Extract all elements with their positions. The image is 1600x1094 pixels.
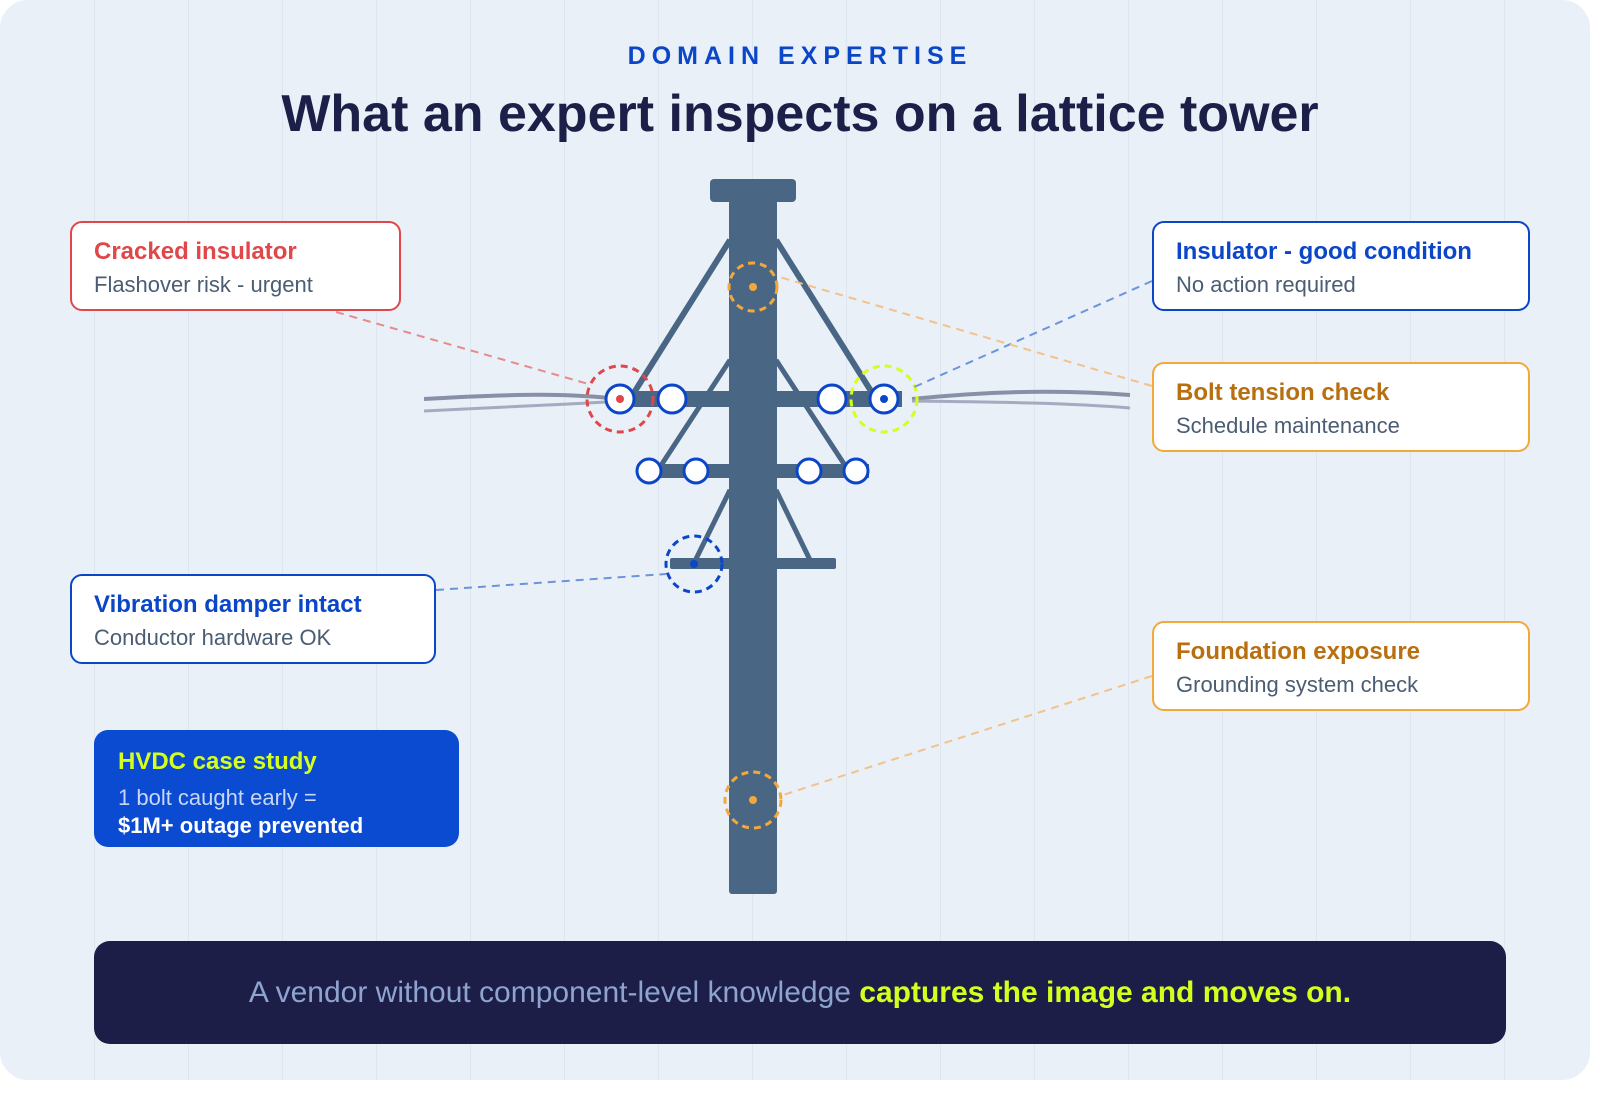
case-study-line: 1 bolt caught early = — [118, 785, 317, 810]
grid-line — [1222, 0, 1223, 1080]
foundation-ring — [723, 770, 783, 830]
grid-line — [470, 0, 471, 1080]
callout-subtitle: Flashover risk - urgent — [94, 272, 313, 297]
conductor-line-left — [423, 392, 623, 401]
insulator-icon — [635, 457, 663, 485]
page-title: What an expert inspects on a lattice tow… — [281, 85, 1319, 143]
lower-cross-arm — [670, 558, 836, 569]
case-study-emphasis: $1M+ outage prevented — [118, 813, 364, 838]
grid-line — [940, 0, 941, 1080]
section-eyebrow: DOMAIN EXPERTISE — [627, 42, 973, 70]
callout-cracked-insulator: Cracked insulator Flashover risk - urgen… — [70, 221, 401, 311]
grid-line — [658, 0, 659, 1080]
conductor-line-left-lower — [423, 399, 623, 413]
defect-marker-dot — [616, 395, 624, 403]
tower-top-cap — [710, 179, 796, 202]
grid-line — [1034, 0, 1035, 1080]
callout-subtitle: Conductor hardware OK — [94, 625, 332, 650]
grid-line — [282, 0, 283, 1080]
foundation-marker-dot — [749, 796, 757, 804]
callout-subtitle: Schedule maintenance — [1176, 413, 1400, 438]
insulator-icon — [682, 457, 710, 485]
bolt-tension-ring — [727, 261, 779, 313]
callout-title: Cracked insulator — [94, 238, 297, 265]
case-study-box: HVDC case study 1 bolt caught early = $1… — [94, 730, 459, 847]
good-insulator-ring — [849, 364, 919, 434]
tower-brace — [773, 488, 813, 562]
tower-brace — [691, 488, 733, 565]
grid-line — [846, 0, 847, 1080]
tower-brace — [627, 238, 733, 401]
grid-line — [1410, 0, 1411, 1080]
grid-line — [188, 0, 189, 1080]
grid-line — [564, 0, 565, 1080]
leader-line-good — [911, 280, 1153, 389]
banner-highlight: captures the image and moves on. — [859, 976, 1352, 1009]
insulator-icon — [795, 457, 823, 485]
grid-line — [376, 0, 377, 1080]
tower-mast — [729, 200, 777, 894]
leader-line-cracked — [335, 311, 593, 386]
leader-line-bolt — [775, 275, 1153, 387]
cracked-insulator-ring — [585, 364, 655, 434]
tower-brace — [773, 238, 879, 401]
insulator-icon — [656, 383, 688, 415]
callout-title: Bolt tension check — [1176, 379, 1390, 406]
grid-line — [1316, 0, 1317, 1080]
callout-title: Vibration damper intact — [94, 591, 362, 618]
vibration-damper-ring — [664, 534, 724, 594]
tower-brace — [655, 358, 733, 472]
conductor-line-right — [911, 389, 1131, 401]
callout-title: Insulator - good condition — [1176, 238, 1472, 265]
callout-insulator-good: Insulator - good condition No action req… — [1152, 221, 1530, 311]
conductor-line-right-lower — [911, 399, 1131, 410]
leader-line-damper — [435, 573, 667, 591]
callout-bolt-tension: Bolt tension check Schedule maintenance — [1152, 362, 1530, 452]
middle-cross-arm — [637, 464, 869, 478]
leader-line-foundation — [779, 675, 1153, 797]
insulator-icon — [816, 383, 848, 415]
grid-line — [1504, 0, 1505, 1080]
callout-subtitle: Grounding system check — [1176, 672, 1419, 697]
case-study-title: HVDC case study — [118, 748, 317, 775]
grid-line — [1128, 0, 1129, 1080]
ok-marker-dot — [880, 395, 888, 403]
bolt-marker-dot — [749, 283, 757, 291]
callout-foundation: Foundation exposure Grounding system che… — [1152, 621, 1530, 711]
callout-vibration-damper: Vibration damper intact Conductor hardwa… — [70, 574, 436, 664]
damper-marker-dot — [690, 560, 698, 568]
banner-text: A vendor without component-level knowled… — [248, 976, 860, 1009]
insulator-icon — [842, 457, 870, 485]
tower-brace — [773, 358, 851, 472]
bottom-banner: A vendor without component-level knowled… — [94, 941, 1506, 1044]
callout-subtitle: No action required — [1176, 272, 1356, 297]
grid-line — [94, 0, 95, 1080]
callout-title: Foundation exposure — [1176, 638, 1421, 665]
